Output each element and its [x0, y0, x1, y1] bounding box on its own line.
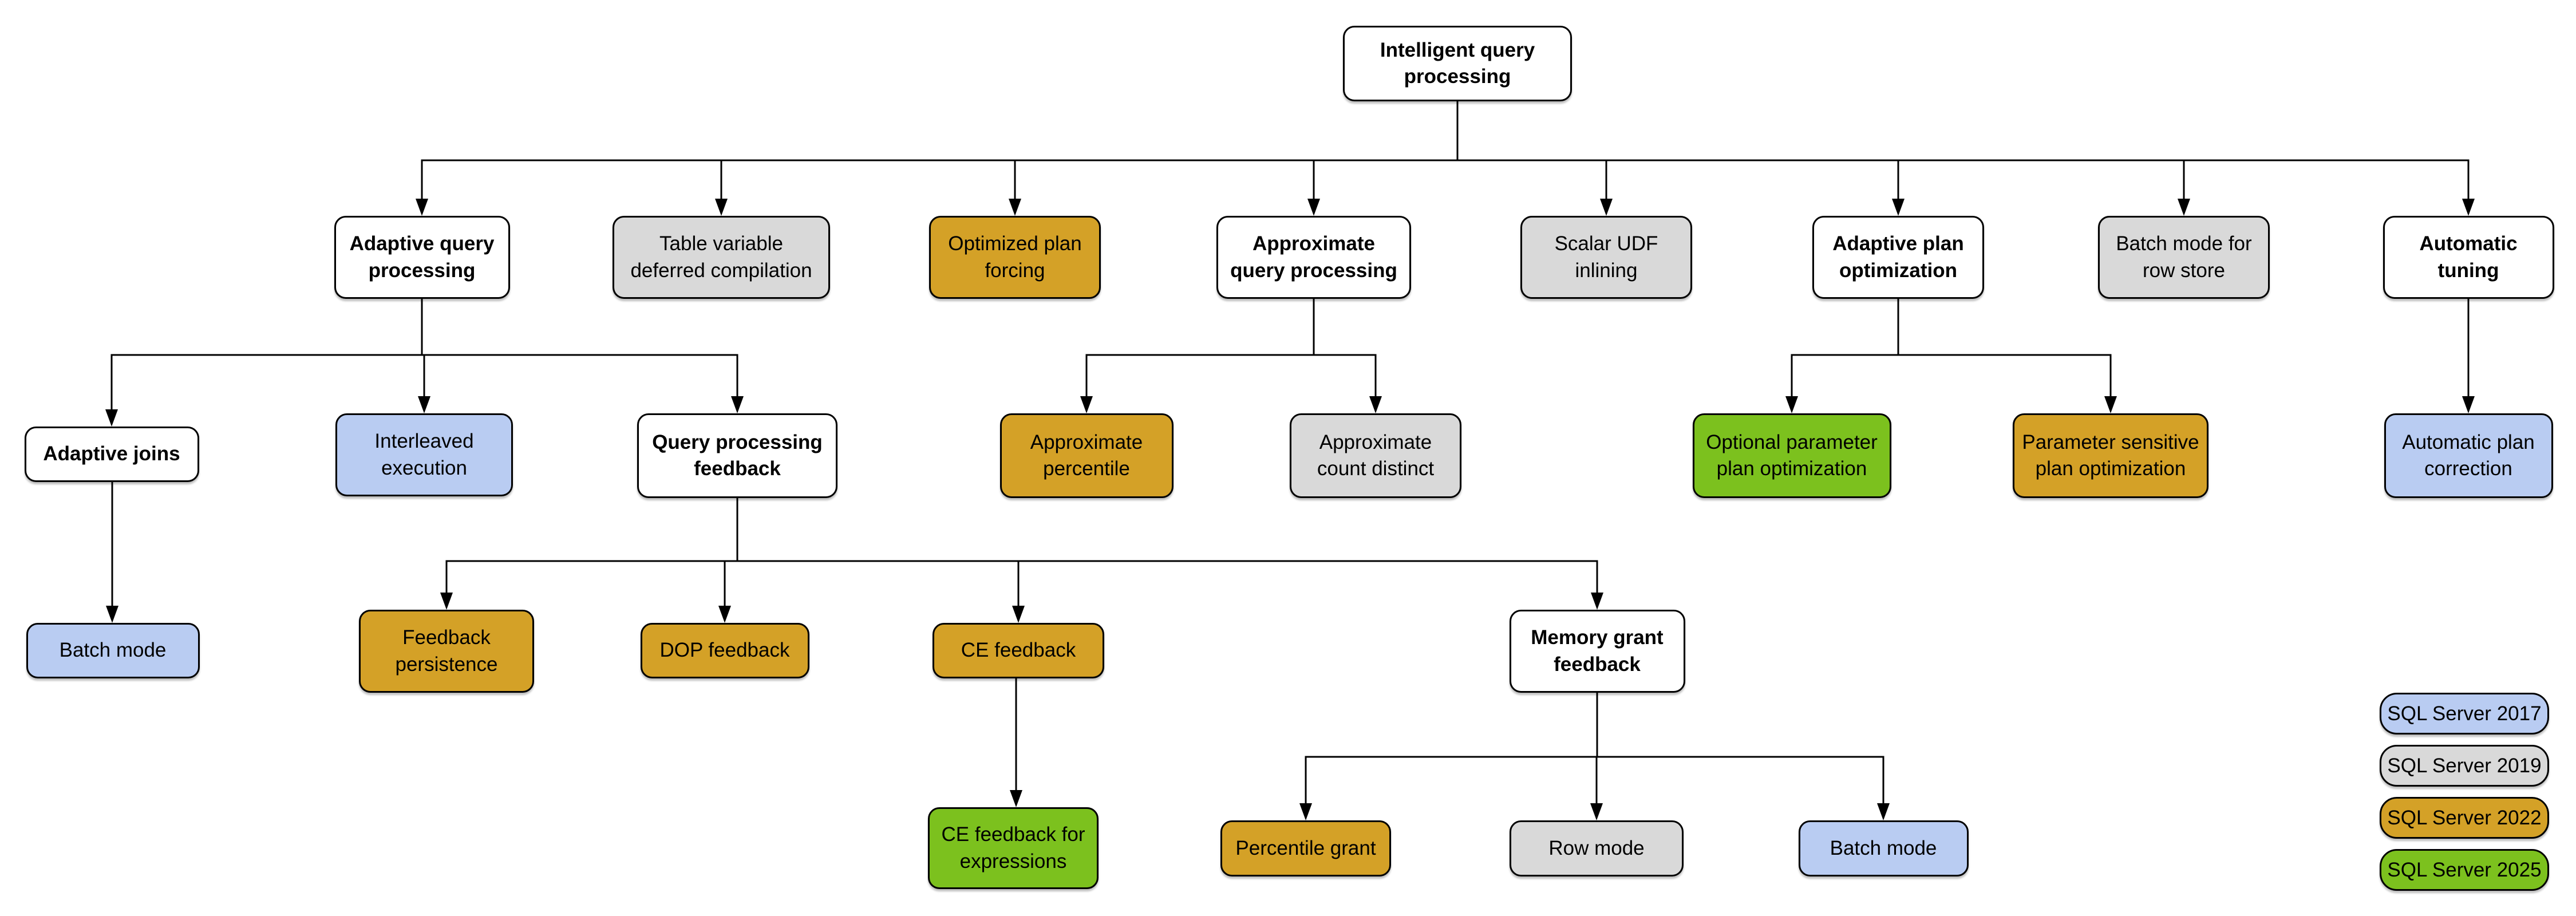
node-sudf: Scalar UDF inlining — [1520, 216, 1692, 299]
node-label: Row mode — [1548, 836, 1645, 859]
node-at: Automatic tuning — [2383, 216, 2554, 299]
node-label: DOP feedback — [659, 639, 790, 662]
node-label: Batch mode — [1830, 836, 1937, 859]
node-apc: Automatic plan correction — [2384, 413, 2553, 498]
node-label: CE feedback — [961, 639, 1076, 662]
node-dop: DOP feedback — [640, 623, 809, 678]
legend-label: SQL Server 2017 — [2387, 702, 2542, 725]
node-opf: Optimized plan forcing — [929, 216, 1101, 299]
node-root: Intelligent query processing — [1343, 26, 1572, 101]
legend-item-sql-server-2017: SQL Server 2017 — [2380, 693, 2549, 735]
node-aj: Adaptive joins — [24, 427, 199, 482]
node-label: Scalar UDF inlining — [1554, 232, 1658, 282]
node-bmrs: Batch mode for row store — [2098, 216, 2270, 299]
node-aqproc: Approximate query processing — [1216, 216, 1411, 299]
node-label: Automatic tuning — [2419, 232, 2518, 282]
node-qpf: Query processing feedback — [637, 413, 837, 498]
node-label: Adaptive joins — [43, 443, 180, 465]
node-opo: Optional parameter plan optimization — [1692, 413, 1891, 498]
node-label: Batch mode — [59, 639, 167, 662]
node-cefe: CE feedback for expressions — [928, 807, 1099, 889]
node-ie: Interleaved execution — [335, 413, 513, 496]
node-apo: Adaptive plan optimization — [1812, 216, 1984, 299]
node-label: Interleaved execution — [374, 430, 474, 479]
node-label: Optimized plan forcing — [948, 232, 1082, 282]
node-label: Query processing feedback — [652, 431, 823, 480]
node-label: Batch mode for row store — [2116, 232, 2252, 282]
node-tvdc: Table variable deferred compilation — [613, 216, 830, 299]
node-label: Approximate count distinct — [1317, 431, 1435, 480]
node-label: Memory grant feedback — [1531, 626, 1664, 676]
node-bm1: Batch mode — [26, 623, 200, 678]
legend-item-sql-server-2019: SQL Server 2019 — [2380, 745, 2549, 787]
node-label: Adaptive query processing — [349, 232, 495, 282]
legend-label: SQL Server 2019 — [2387, 754, 2542, 777]
node-fp: Feedback persistence — [359, 610, 534, 693]
node-mgf: Memory grant feedback — [1509, 610, 1685, 693]
node-aqp: Adaptive query processing — [334, 216, 510, 299]
node-pg: Percentile grant — [1220, 820, 1391, 876]
legend: SQL Server 2017 SQL Server 2019 SQL Serv… — [2380, 693, 2549, 891]
legend-item-sql-server-2025: SQL Server 2025 — [2380, 849, 2549, 891]
node-bm2: Batch mode — [1798, 820, 1969, 876]
node-label: Percentile grant — [1235, 836, 1376, 859]
node-pspo: Parameter sensitive plan optimization — [2013, 413, 2208, 498]
node-label: Table variable deferred compilation — [630, 232, 812, 282]
node-label: Approximate query processing — [1230, 232, 1397, 282]
node-label: Feedback persistence — [395, 626, 498, 676]
node-label: Adaptive plan optimization — [1832, 232, 1964, 282]
node-label: Optional parameter plan optimization — [1706, 431, 1878, 480]
node-ap: Approximate percentile — [999, 413, 1174, 498]
legend-label: SQL Server 2022 — [2387, 806, 2542, 829]
node-ce: CE feedback — [933, 623, 1104, 678]
node-acd: Approximate count distinct — [1290, 413, 1461, 498]
node-label: Parameter sensitive plan optimization — [2022, 431, 2199, 480]
node-rm: Row mode — [1510, 820, 1684, 876]
node-label: Approximate percentile — [1030, 431, 1143, 480]
legend-label: SQL Server 2025 — [2387, 858, 2542, 881]
node-label: Intelligent query processing — [1380, 38, 1535, 88]
node-label: Automatic plan correction — [2402, 431, 2535, 480]
node-label: CE feedback for expressions — [941, 823, 1085, 872]
legend-item-sql-server-2022: SQL Server 2022 — [2380, 797, 2549, 839]
